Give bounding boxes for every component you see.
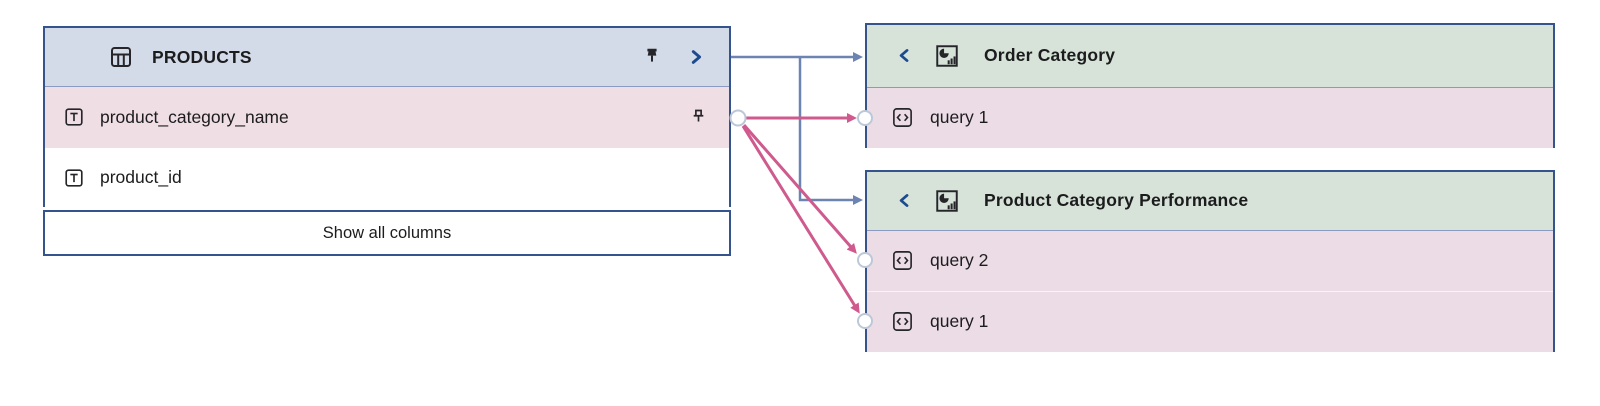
- code-icon: [891, 106, 914, 129]
- dashboard-icon: [934, 43, 960, 69]
- chevron-right-icon[interactable]: [687, 47, 705, 67]
- query-row[interactable]: query 1: [867, 87, 1553, 148]
- table-title: PRODUCTS: [152, 46, 252, 67]
- query-label: query 1: [930, 107, 989, 128]
- dashboard-title: Product Category Performance: [984, 190, 1249, 211]
- query-label: query 2: [930, 250, 989, 271]
- column-row-product-id[interactable]: product_id: [45, 147, 729, 208]
- dashboard-node-order-category: Order Category query 1: [865, 23, 1555, 148]
- column-label: product_category_name: [100, 106, 289, 127]
- query-row[interactable]: query 2: [867, 230, 1553, 291]
- edge-column-to-pcp-query2: [742, 124, 857, 254]
- dashboard-title: Order Category: [984, 45, 1116, 66]
- show-all-columns-button[interactable]: Show all columns: [43, 210, 731, 256]
- text-type-icon: [63, 167, 85, 189]
- edge-column-to-pcp-query1: [741, 125, 860, 314]
- query-label: query 1: [930, 311, 989, 332]
- pin-filled-icon[interactable]: [641, 46, 663, 68]
- dashboard-icon: [934, 188, 960, 214]
- source-port-dot[interactable]: [729, 109, 747, 127]
- show-all-columns-label: Show all columns: [322, 223, 452, 242]
- column-label: product_id: [100, 167, 182, 188]
- chevron-left-icon[interactable]: [896, 46, 913, 65]
- edge-products-to-product-category-performance: [798, 57, 863, 205]
- dashboard-node-product-category-performance: Product Category Performance query 2 q: [865, 170, 1555, 352]
- text-type-icon: [63, 106, 85, 128]
- table-node-products: PRODUCTS produ: [43, 26, 731, 208]
- dashboard-node-header[interactable]: Order Category: [867, 25, 1553, 88]
- table-icon: [109, 45, 133, 69]
- table-node-header[interactable]: PRODUCTS: [45, 28, 729, 87]
- dashboard-node-header[interactable]: Product Category Performance: [867, 172, 1553, 231]
- code-icon: [891, 310, 914, 333]
- column-row-product-category-name[interactable]: product_category_name: [45, 87, 729, 148]
- chevron-left-icon[interactable]: [896, 191, 913, 210]
- code-icon: [891, 249, 914, 272]
- query-row[interactable]: query 1: [867, 291, 1553, 352]
- pin-outline-icon[interactable]: [688, 107, 709, 128]
